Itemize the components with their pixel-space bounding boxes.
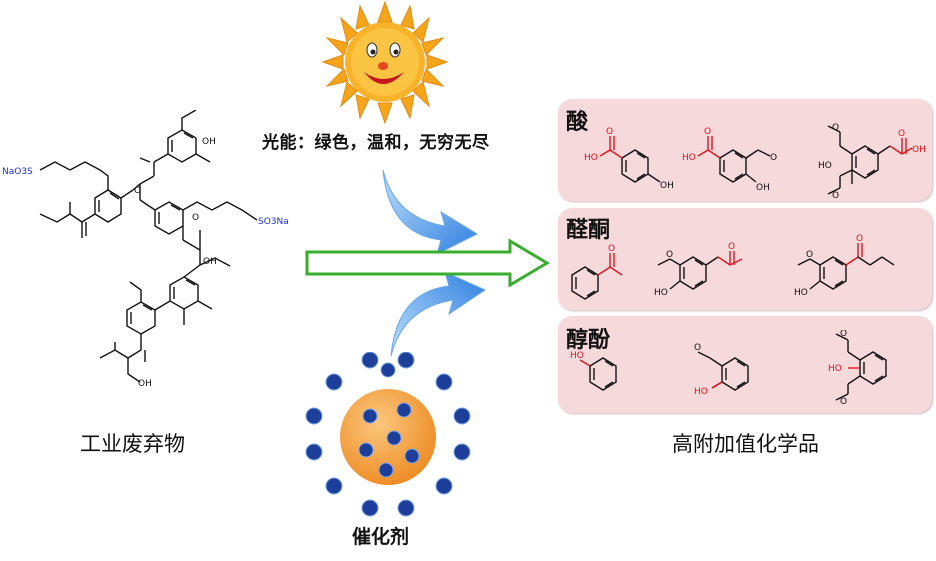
acid3-o-top: O bbox=[832, 123, 839, 133]
lignin-oh-bottom: OH bbox=[138, 379, 152, 389]
acid3-o-bottom: O bbox=[832, 191, 839, 200]
guaiacol-o: O bbox=[694, 343, 701, 353]
syringol-ho: HO bbox=[828, 364, 842, 374]
high-value-chemicals-label: 高附加值化学品 bbox=[672, 432, 819, 456]
guaiacol-ho: HO bbox=[694, 387, 708, 397]
sun-icon bbox=[321, 0, 449, 125]
aldehyde-ketone-title: 醛酮 bbox=[566, 218, 611, 243]
acid-molecules: HO O OH HO O O OH O HO O O OH bbox=[584, 123, 926, 200]
lignin-structure: NaO3S SO3Na OH OH OH O O bbox=[2, 110, 289, 389]
aldehyde-ketone-molecules: O O O HO O O HO bbox=[571, 234, 895, 300]
light-energy-text: 光能：绿色，温和，无穷无尽 bbox=[262, 133, 490, 153]
acid2-o-methoxy: O bbox=[770, 153, 777, 163]
ket3-o: O bbox=[856, 234, 863, 244]
acid3-ho: HO bbox=[818, 161, 832, 171]
lignin-oh-mid: OH bbox=[203, 257, 217, 267]
syringol-o-top: O bbox=[840, 330, 847, 339]
ket3-ho: HO bbox=[794, 288, 808, 298]
lignin-o-1: O bbox=[134, 186, 141, 196]
catalyst-label: 催化剂 bbox=[352, 526, 410, 548]
acid-title: 酸 bbox=[566, 110, 589, 135]
acid2-o: O bbox=[704, 127, 711, 137]
industrial-waste-label: 工业废弃物 bbox=[80, 432, 185, 456]
ket3-o-methoxy: O bbox=[806, 250, 813, 260]
syringol-o-bottom: O bbox=[840, 397, 847, 407]
acid1-oh: OH bbox=[660, 181, 674, 191]
ket2-o-methoxy: O bbox=[666, 250, 673, 260]
naso3-label: NaO3S bbox=[2, 167, 33, 177]
lignin-o-2: O bbox=[192, 213, 199, 223]
alcohol-phenol-molecules: HO O HO O HO O bbox=[570, 330, 887, 407]
acid3-o: O bbox=[898, 129, 905, 139]
phenol-ho: HO bbox=[570, 351, 584, 361]
blue-arrow-top bbox=[382, 169, 479, 255]
ket2-ho: HO bbox=[654, 288, 668, 298]
acid1-ho: HO bbox=[584, 153, 598, 163]
catalyst-illustration bbox=[305, 352, 471, 517]
process-arrow bbox=[305, 238, 550, 288]
lignin-oh-top: OH bbox=[202, 137, 216, 147]
acid2-oh: OH bbox=[756, 183, 770, 193]
alcohol-phenol-title: 醇酚 bbox=[566, 328, 611, 353]
so3na-label: SO3Na bbox=[258, 217, 289, 227]
acid1-o: O bbox=[606, 127, 613, 137]
acid2-ho: HO bbox=[682, 153, 696, 163]
aldehyde-ketone-panel bbox=[558, 208, 932, 310]
ket1-o: O bbox=[608, 244, 615, 254]
ket2-o: O bbox=[728, 242, 735, 252]
acid3-oh: OH bbox=[912, 145, 926, 155]
blue-arrow-bottom bbox=[390, 271, 487, 357]
